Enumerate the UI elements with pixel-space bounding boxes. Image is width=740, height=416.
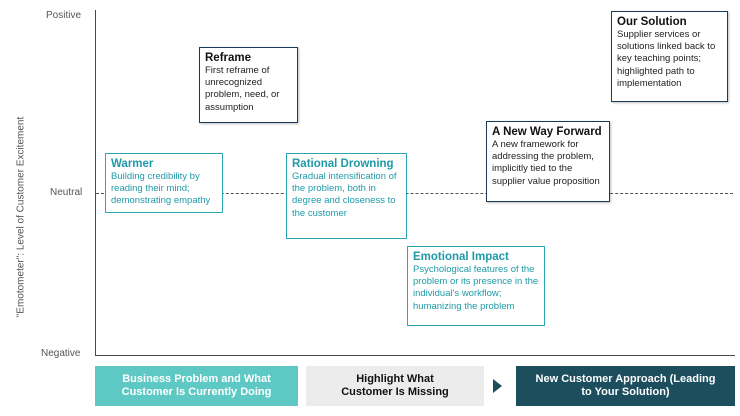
phase-2-label: Highlight What Customer Is Missing [341,373,449,398]
box-reframe-text: First reframe of unrecognized problem, n… [205,65,280,113]
box-warmer-text: Building credibility by reading their mi… [111,171,211,207]
box-warmer: Warmer Building credibility by reading t… [105,153,223,213]
box-reframe-title: Reframe [205,52,252,64]
y-axis-line [95,10,96,355]
box-rational-drowning: Rational Drowning Gradual intensificatio… [286,153,407,239]
box-rational-text: Gradual intensification of the problem, … [292,171,397,219]
phase-bar-highlight-missing: Highlight What Customer Is Missing [306,366,484,406]
phase-bar-new-approach: New Customer Approach (Leading to Your S… [516,366,735,406]
box-reframe: Reframe First reframe of unrecognized pr… [199,47,298,123]
box-emotional-text: Psychological features of the problem or… [413,264,539,312]
y-label-positive: Positive [46,10,82,21]
phase-bar-business-problem: Business Problem and What Customer Is Cu… [95,366,298,406]
y-label-negative: Negative [41,348,81,359]
box-solution-text: Supplier services or solutions linked ba… [617,29,716,89]
phase-3-label: New Customer Approach (Leading to Your S… [535,373,716,398]
box-emotional-impact: Emotional Impact Psychological features … [407,246,545,326]
box-solution-title: Our Solution [617,16,687,28]
box-rational-title: Rational Drowning [292,158,394,170]
box-emotional-title: Emotional Impact [413,251,509,263]
box-new-way-forward: A New Way Forward A new framework for ad… [486,121,610,202]
y-label-neutral: Neutral [50,187,83,198]
box-new-way-text: A new framework for addressing the probl… [492,139,600,187]
phase-1-label: Business Problem and What Customer Is Cu… [121,373,272,398]
neutral-dashed-line [96,193,733,194]
box-warmer-title: Warmer [111,158,154,170]
box-new-way-title: A New Way Forward [492,126,602,138]
x-axis-line [95,355,735,356]
box-our-solution: Our Solution Supplier services or soluti… [611,11,728,102]
arrow-icon [493,379,502,393]
y-axis-title: "Emotometer": Level of Customer Exciteme… [15,116,27,318]
